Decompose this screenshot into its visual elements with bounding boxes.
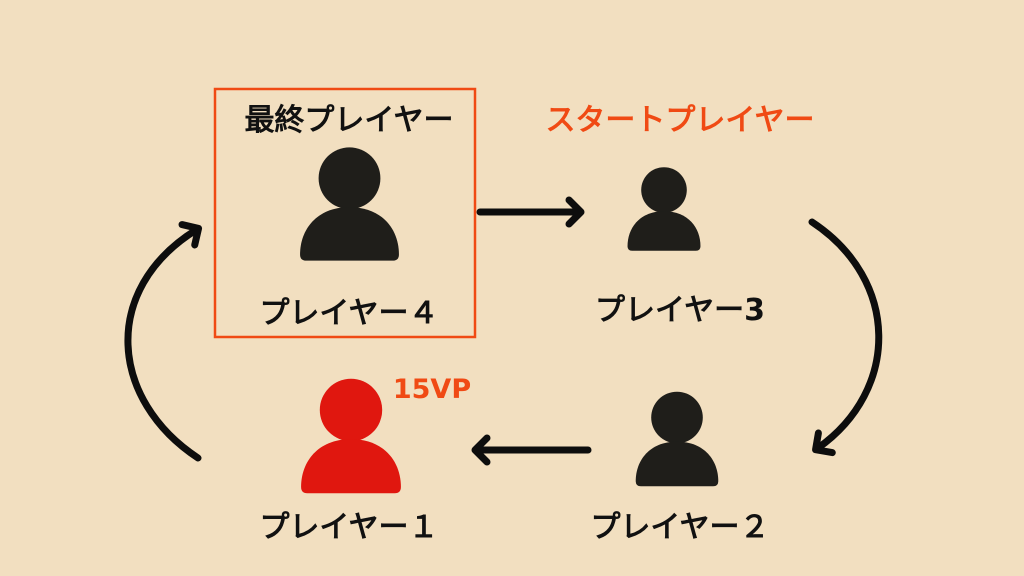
player-3-label: プレイヤー3	[595, 293, 765, 328]
player-4-person-icon	[300, 147, 399, 261]
player-1-label: プレイヤー１	[259, 510, 438, 545]
player-1-person-icon	[301, 378, 401, 494]
player-3-person-icon	[627, 167, 701, 251]
curved-arrow-down-icon	[808, 218, 883, 457]
curved-arrow-up-icon	[124, 221, 203, 462]
last-player-highlight-box	[213, 87, 477, 339]
player-2-label: プレイヤー２	[590, 510, 769, 545]
last-player-label: 最終プレイヤー	[244, 103, 453, 138]
player-1-vp-badge: 15VP	[393, 374, 471, 405]
player-2-person-icon	[635, 391, 719, 487]
player-4-label: プレイヤー４	[259, 296, 438, 331]
start-player-label: スタートプレイヤー	[545, 103, 814, 138]
